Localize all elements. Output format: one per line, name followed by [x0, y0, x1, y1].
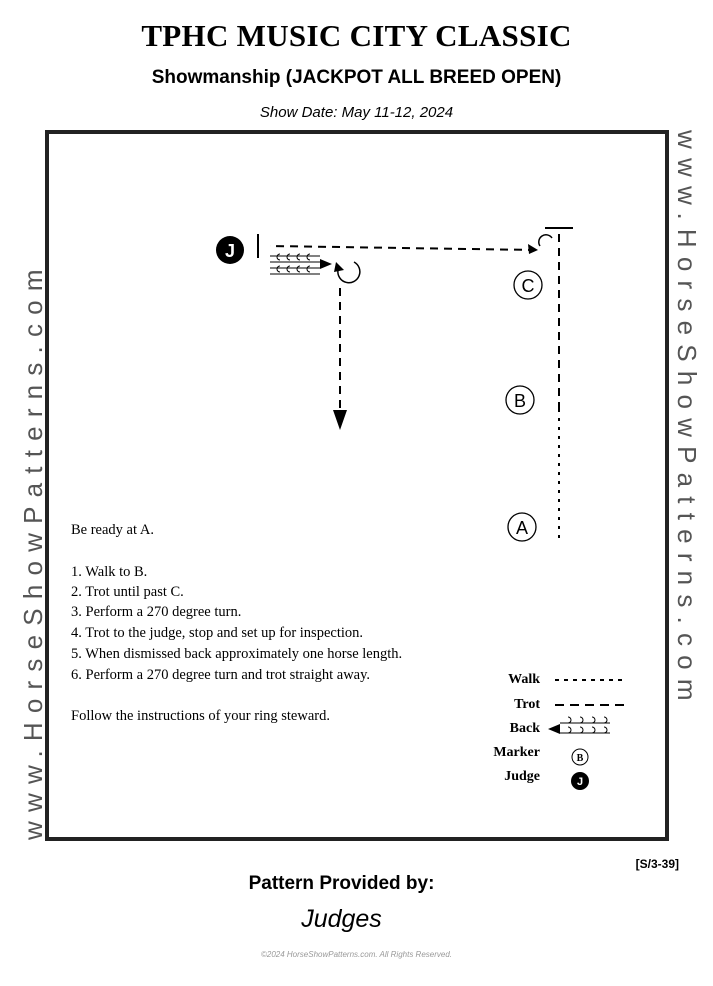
instruction-step: 3. Perform a 270 degree turn.: [71, 604, 242, 620]
instruction-footer: Follow the instructions of your ring ste…: [71, 708, 330, 724]
instruction-intro: Be ready at A.: [71, 522, 154, 538]
arrow-to-judge: [528, 244, 538, 254]
judge-letter: J: [225, 241, 235, 261]
show-date: Show Date: May 11-12, 2024: [259, 104, 454, 121]
marker-a-circle: [507, 512, 537, 542]
trot-path-to-judge: [269, 245, 537, 251]
backup-loops: [276, 253, 311, 273]
legend-trot-label: Trot: [514, 697, 540, 712]
legend-judge-letter: J: [577, 776, 583, 788]
pattern-code: [S/3-39]: [635, 857, 679, 871]
legend-back-arrow: [548, 724, 560, 734]
marker-b-letter: B: [514, 391, 526, 411]
class-name: Showmanship (JACKPOT ALL BREED OPEN): [151, 67, 562, 88]
marker-b-circle: [505, 385, 535, 415]
pattern-arena: [45, 130, 669, 841]
marker-c-letter: C: [522, 276, 535, 296]
turn-arrow-left: [334, 262, 344, 272]
legend-back-loops: [560, 716, 610, 734]
backup-symbol: [270, 255, 320, 275]
provided-by-label: Pattern Provided by:: [248, 873, 435, 894]
legend-marker-label: Marker: [493, 745, 540, 760]
instruction-step: 6. Perform a 270 degree turn and trot st…: [71, 667, 371, 683]
legend-back-label: Back: [509, 721, 540, 736]
instruction-step: 1. Walk to B.: [71, 564, 148, 580]
marker-c-circle: [513, 270, 543, 300]
legend-marker-letter: B: [577, 753, 584, 764]
copyright-notice: ©2024 HorseShowPatterns.com. All Rights …: [260, 950, 452, 959]
legend-judge-label: Judge: [504, 769, 540, 784]
page-title: TPHC MUSIC CITY CLASSIC: [141, 18, 572, 53]
legend-marker-circle: [571, 748, 589, 766]
straight-away-arrow: [333, 410, 347, 430]
turn-270-left: [337, 261, 361, 284]
instruction-step: 4. Trot to the judge, stop and set up fo…: [71, 625, 363, 641]
instruction-step: 5. When dismissed back approximately one…: [71, 646, 403, 662]
instruction-step: 2. Trot until past C.: [71, 584, 184, 600]
legend-walk-label: Walk: [508, 672, 540, 687]
marker-a-letter: A: [516, 518, 528, 538]
legend-judge-circle: [571, 772, 589, 790]
backup-arrow: [320, 259, 332, 269]
provided-by-value: Judges: [301, 905, 382, 933]
turn-270-right: [538, 234, 553, 247]
judge-marker: [216, 236, 244, 264]
